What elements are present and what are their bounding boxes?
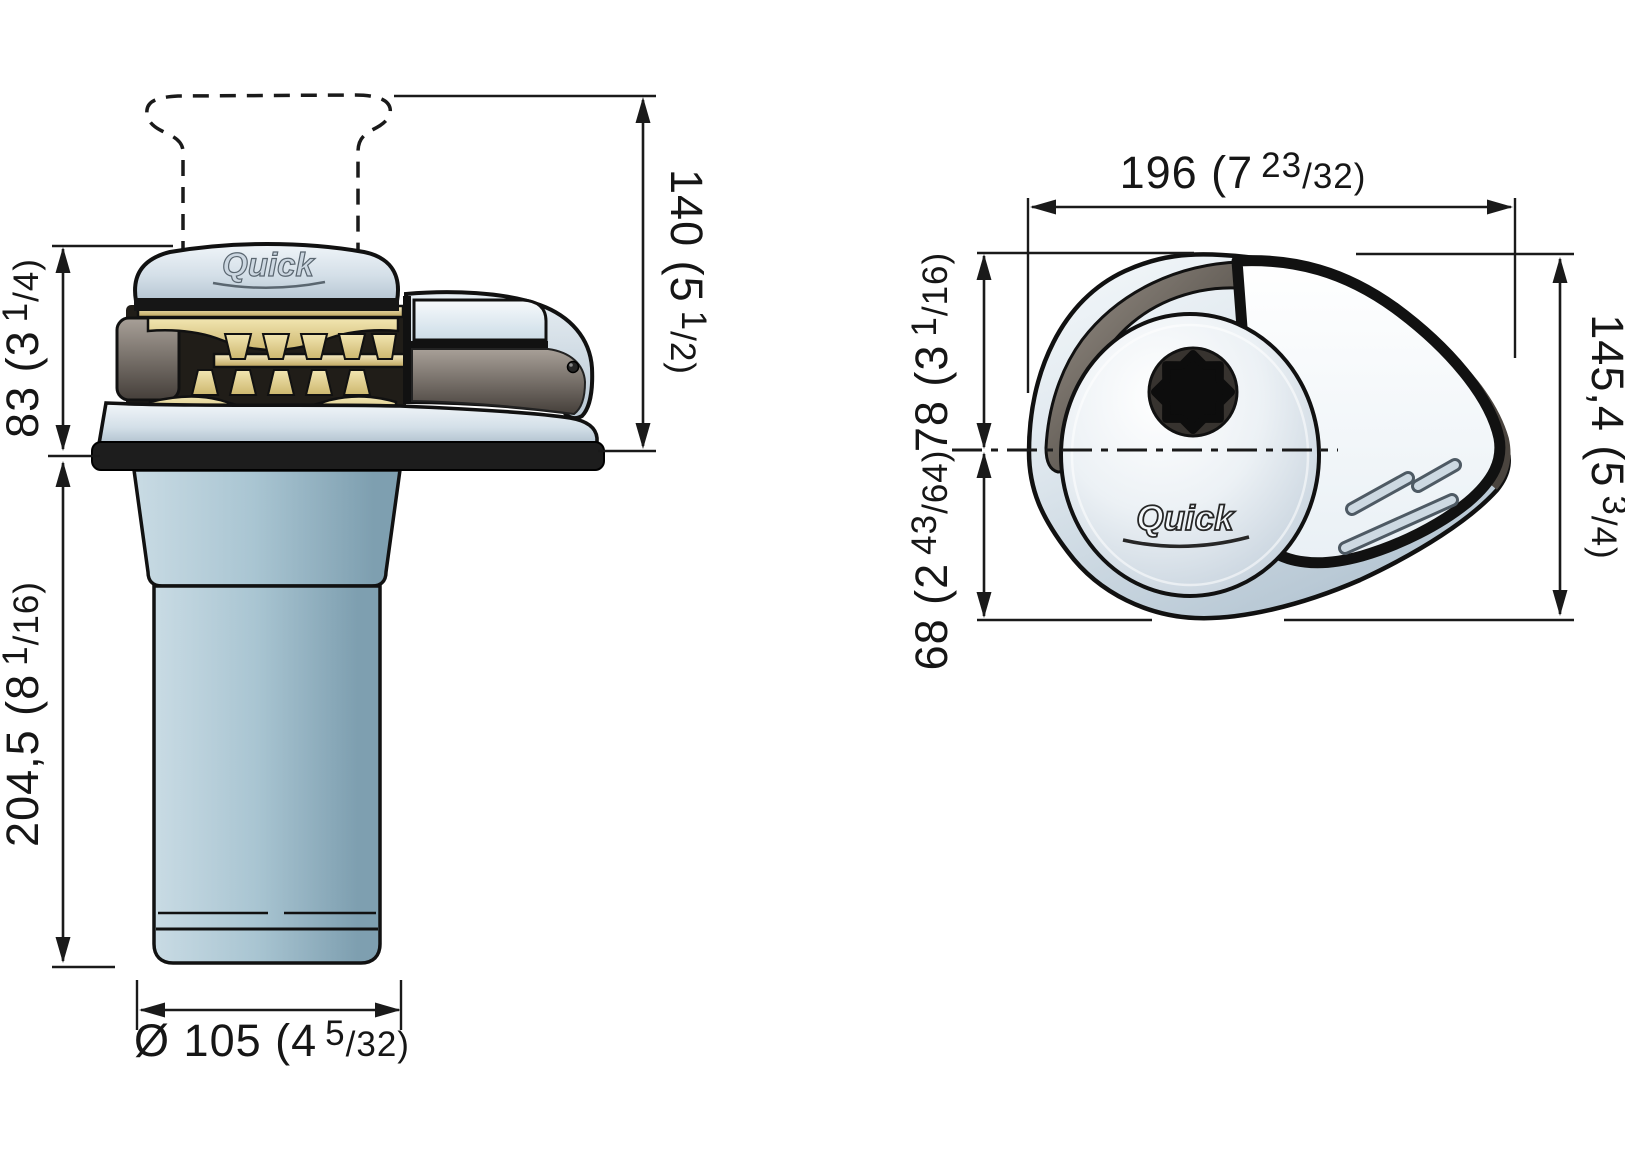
dimension-width-overall: 145,4 (53/4) <box>1552 257 1625 616</box>
cap-dome <box>133 241 400 303</box>
cap-top-inner-rim <box>1070 323 1310 587</box>
gypsy-upper-teeth <box>223 333 398 360</box>
extension-lines <box>48 94 1574 1030</box>
dim-label-140: 140 (51/2) <box>661 169 713 375</box>
dimensions: 140 (51/2) 83 (31/4) 204,5 (81/16) Ø 105… <box>0 94 1625 1066</box>
logo-underline <box>212 280 326 290</box>
grip-ribs <box>1338 458 1462 555</box>
housing-screw <box>566 360 580 374</box>
dimension-height-above-deck: 83 (31/4) <box>0 247 71 451</box>
housing-gray-band <box>411 348 587 416</box>
quick-logo-top: Quick <box>1136 499 1235 538</box>
quick-logo-side: Quick <box>222 246 315 283</box>
logo-underline <box>1122 535 1250 549</box>
housing-screw-highlight <box>569 363 573 367</box>
socket-star-icon <box>1151 350 1235 434</box>
deck-flange <box>96 401 599 446</box>
dim-label-83: 83 (31/4) <box>0 258 48 438</box>
cap-logo: Quick <box>212 245 326 290</box>
housing-seam <box>410 341 548 349</box>
dim-label-68: 68 (243/64) <box>905 450 957 671</box>
dim-label-204: 204,5 (81/16) <box>0 581 48 847</box>
cap-top-logo: Quick <box>1122 498 1250 549</box>
gypsy-housing-separator <box>403 296 411 404</box>
cap-black-band <box>134 298 399 311</box>
cap-top-circle <box>1059 312 1321 598</box>
top-view: Quick <box>952 252 1511 621</box>
dim-label-78: 78 (31/16) <box>905 252 957 452</box>
warping-drum-dashed-outline <box>145 93 393 257</box>
housing-top-panel <box>412 298 548 342</box>
deck-gasket <box>91 441 605 471</box>
motor-cone <box>131 468 403 588</box>
dimension-depth-below-deck: 204,5 (81/16) <box>0 461 71 963</box>
dimension-width-below-centerline: 68 (243/64) <box>905 450 992 671</box>
motor-cylinder <box>152 584 382 965</box>
dimension-height-overall: 140 (51/2) <box>635 97 713 449</box>
side-view: Quick <box>91 93 605 965</box>
dim-label-145: 145,4 (53/4) <box>1582 314 1625 559</box>
dimension-width-above-centerline: 78 (31/16) <box>905 252 992 452</box>
gypsy-lower-teeth <box>190 369 372 396</box>
